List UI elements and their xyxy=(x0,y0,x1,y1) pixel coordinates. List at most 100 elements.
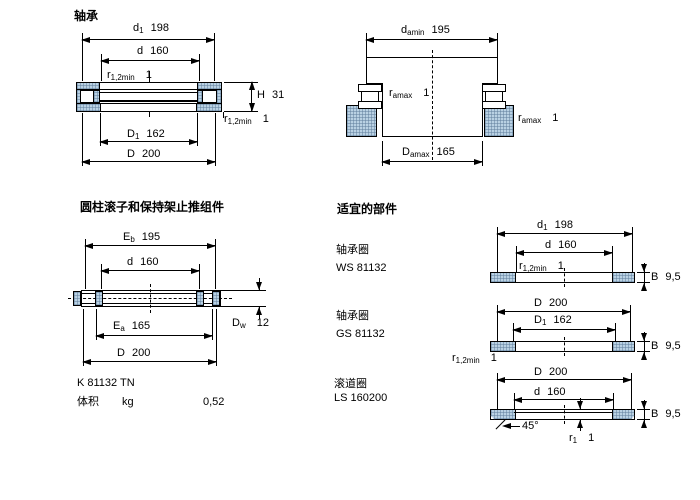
arrowhead xyxy=(641,401,647,409)
extension-line xyxy=(101,54,102,81)
extension-line xyxy=(215,239,216,289)
extension-line xyxy=(514,393,515,409)
extension-line xyxy=(637,409,650,410)
cage-line xyxy=(82,293,220,294)
extension-line xyxy=(513,323,514,341)
arrowhead xyxy=(641,283,647,291)
raceway-line xyxy=(100,100,197,102)
dim-line xyxy=(95,333,213,339)
extension-line xyxy=(631,373,632,409)
centerline xyxy=(564,268,565,287)
extension-line xyxy=(637,419,650,420)
leader-line xyxy=(223,112,224,118)
extension-line xyxy=(212,309,213,340)
extension-line xyxy=(83,309,84,366)
extension-line xyxy=(214,33,215,81)
shaft-outline xyxy=(366,57,367,84)
extension-line xyxy=(613,393,614,409)
component-type: 滚道圈 xyxy=(334,378,367,390)
assembly-designation: K 81132 TN xyxy=(77,377,135,389)
hatch-block xyxy=(490,409,516,420)
arrowhead xyxy=(641,264,647,272)
extension-line xyxy=(615,323,616,341)
bearing-title: 轴承 xyxy=(74,9,99,23)
extension-line xyxy=(100,113,101,146)
component-type: 轴承圈 xyxy=(336,244,369,256)
cage-bar xyxy=(216,89,222,104)
centerline xyxy=(564,337,565,356)
mass-value: 0,52 xyxy=(203,396,225,408)
dim-line xyxy=(515,250,613,256)
shaft-shoulder xyxy=(482,83,498,84)
extension-line xyxy=(101,264,102,289)
washer-section xyxy=(358,101,382,109)
dim-line xyxy=(644,400,645,428)
extension-line xyxy=(382,141,383,166)
extension-line xyxy=(497,305,498,341)
extension-line xyxy=(630,305,631,341)
shaft-outline xyxy=(382,83,383,137)
shaft-outline xyxy=(482,83,483,137)
extension-line xyxy=(199,54,200,81)
dim-line xyxy=(496,231,633,237)
arrowhead xyxy=(641,420,647,428)
extension-line xyxy=(497,33,498,57)
arrowhead xyxy=(577,420,583,428)
components-title: 适宜的部件 xyxy=(337,202,398,216)
dim-line xyxy=(644,263,645,291)
housing-hatch xyxy=(484,105,514,137)
extension-line xyxy=(197,113,198,146)
leader-line xyxy=(508,426,520,427)
dim-line xyxy=(365,37,498,43)
extension-line xyxy=(85,239,86,289)
arrowhead xyxy=(641,333,647,341)
dim-line xyxy=(644,332,645,360)
extension-line xyxy=(224,111,258,112)
arrowhead xyxy=(641,352,647,360)
centerline xyxy=(150,284,151,313)
dim-line xyxy=(496,309,631,315)
mass-label: 体积 xyxy=(77,396,99,408)
component-designation: LS 160200 xyxy=(334,392,388,404)
extension-line xyxy=(637,282,650,283)
extension-line xyxy=(82,113,83,166)
arrowhead xyxy=(256,282,262,290)
roller-hatch xyxy=(95,291,103,306)
extension-line xyxy=(96,309,97,340)
dim-label-ls-angle: 45° xyxy=(522,420,539,432)
cage-line xyxy=(100,92,197,93)
housing-hatch xyxy=(346,105,377,137)
mass-unit: kg xyxy=(122,396,134,408)
hatch-block xyxy=(490,341,516,352)
extension-line xyxy=(224,82,258,83)
extension-line xyxy=(221,290,266,291)
extension-line xyxy=(497,227,498,272)
centerline xyxy=(432,50,433,160)
dim-line xyxy=(381,159,483,165)
centerline xyxy=(564,405,565,424)
extension-line xyxy=(199,264,200,289)
extension-line xyxy=(215,113,216,166)
extension-line xyxy=(612,246,613,272)
dim-line xyxy=(99,139,198,145)
component-type: 轴承圈 xyxy=(336,310,369,322)
